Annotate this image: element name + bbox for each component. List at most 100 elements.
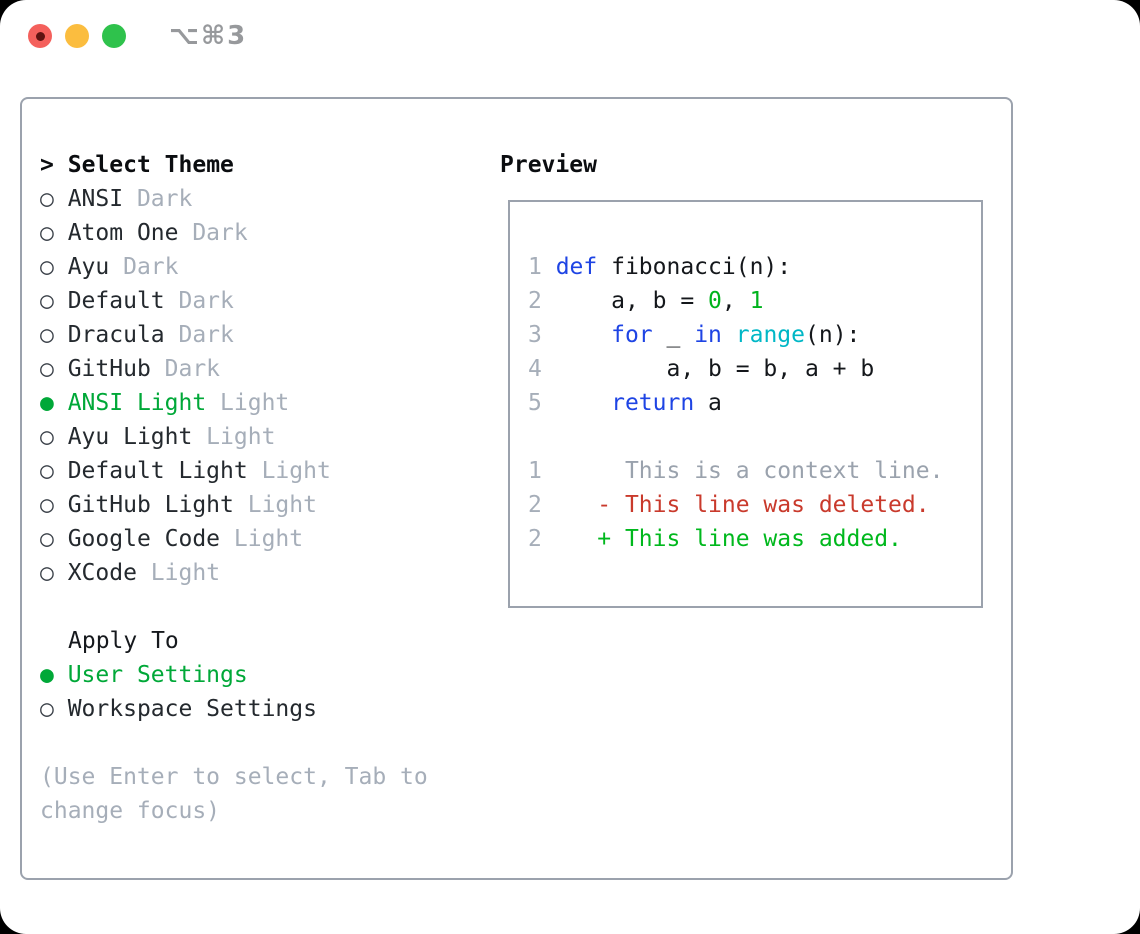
theme-name: Default [67,288,165,314]
line-number: 1 [528,254,556,280]
radio-icon: ○ [40,356,68,382]
radio-icon: ○ [40,424,68,450]
theme-variant-badge: Light [233,492,317,518]
select-theme-header-label: Select Theme [67,152,234,178]
theme-selector-panel: > Select Theme ○ ANSI Dark○ Atom One Dar… [20,97,1013,880]
radio-icon: ○ [40,220,68,246]
code-token [556,390,611,416]
theme-name: XCode [67,560,137,586]
theme-option-github-light[interactable]: ○ GitHub Light Light [40,488,460,522]
code-line: 4 a, b = b, a + b [528,352,981,386]
line-number: 2 [528,526,542,552]
code-line: 5 return a [528,386,981,420]
radio-icon: ○ [40,696,68,722]
theme-variant-badge: Dark [109,254,179,280]
diff-line-context: 1 This is a context line. [528,454,981,488]
line-number: 3 [528,322,556,348]
apply-to-header: Apply To [68,628,179,654]
code-token: def [555,254,598,280]
theme-variant-badge: Dark [164,288,234,314]
line-number: 2 [528,492,542,518]
code-line: 2 a, b = 0, 1 [528,284,981,318]
minimize-button[interactable] [65,24,89,48]
code-token: (n): [805,322,861,348]
focus-caret-icon: > [40,152,54,178]
keyboard-hint: (Use Enter to select, Tab to change focu… [40,764,442,824]
theme-option-default-light[interactable]: ○ Default Light Light [40,454,460,488]
diff-line-deleted: 2 - This line was deleted. [528,488,981,522]
theme-variant-badge: Light [247,458,331,484]
code-token: a [694,390,722,416]
radio-icon: ○ [40,288,68,314]
radio-icon: ○ [40,254,68,280]
code-token: 1 [749,288,764,314]
code-token: return [611,390,695,416]
diff-preview: 1 This is a context line.2 - This line w… [528,454,981,556]
diff-text: This is a context line. [624,458,944,484]
apply-option-user-settings[interactable]: ● User Settings [40,658,460,692]
diff-text: This line was added. [624,526,902,552]
theme-name: Google Code [67,526,221,552]
theme-name: Default Light [67,458,248,484]
line-number: 2 [528,288,556,314]
zoom-button[interactable] [102,24,126,48]
code-token: , [721,288,750,314]
apply-option-workspace-settings[interactable]: ○ Workspace Settings [40,692,460,726]
apply-to-list: ● User Settings○ Workspace Settings [40,658,460,726]
code-token: _ [652,322,695,348]
code-token: a, b = [555,288,709,314]
theme-variant-badge: Dark [178,220,248,246]
theme-list-column: > Select Theme ○ ANSI Dark○ Atom One Dar… [40,148,460,828]
apply-option-label: User Settings [67,662,248,688]
radio-icon: ○ [40,526,68,552]
theme-name: Dracula [67,322,165,348]
radio-icon: ○ [40,560,68,586]
radio-icon: ○ [40,322,68,348]
preview-header: Preview [500,152,597,178]
theme-name: ANSI [67,186,124,212]
close-button[interactable] [28,24,52,48]
radio-icon: ○ [40,186,68,212]
titlebar: ⌥⌘3 [0,0,1140,72]
theme-option-dracula[interactable]: ○ Dracula Dark [40,318,460,352]
theme-option-google-code[interactable]: ○ Google Code Light [40,522,460,556]
theme-option-default[interactable]: ○ Default Dark [40,284,460,318]
radio-selected-icon: ● [40,662,68,688]
theme-option-ansi[interactable]: ○ ANSI Dark [40,182,460,216]
theme-option-ayu-light[interactable]: ○ Ayu Light Light [40,420,460,454]
line-number: 1 [528,458,542,484]
blank-line [528,420,981,454]
code-token [556,322,611,348]
theme-option-github[interactable]: ○ GitHub Dark [40,352,460,386]
theme-name: Ayu Light [67,424,193,450]
line-number: 5 [528,390,556,416]
diff-text: This line was deleted. [624,492,930,518]
theme-option-ayu[interactable]: ○ Ayu Dark [40,250,460,284]
code-token [722,322,736,348]
window-title-shortcut: ⌥⌘3 [169,21,248,51]
theme-list: ○ ANSI Dark○ Atom One Dark○ Ayu Dark○ De… [40,182,460,590]
code-token: range [735,322,805,348]
code-token: for [611,322,653,348]
diff-sign: - [541,492,625,518]
theme-name: Atom One [67,220,179,246]
diff-sign [542,458,625,484]
theme-variant-badge: Light [192,424,276,450]
code-token: in [694,322,722,348]
theme-option-atom-one[interactable]: ○ Atom One Dark [40,216,460,250]
theme-name: Ayu [67,254,110,280]
radio-selected-icon: ● [40,390,68,416]
code-token: a, b = b, a + b [555,356,875,382]
code-line: 1 def fibonacci(n): [528,250,981,284]
code-token: 0 [708,288,722,314]
close-active-dot-icon [35,31,45,41]
diff-line-added: 2 + This line was added. [528,522,981,556]
diff-sign: + [541,526,625,552]
select-theme-header: > Select Theme [40,148,460,182]
theme-option-ansi-light[interactable]: ● ANSI Light Light [40,386,460,420]
theme-option-xcode[interactable]: ○ XCode Light [40,556,460,590]
theme-name: GitHub [67,356,151,382]
